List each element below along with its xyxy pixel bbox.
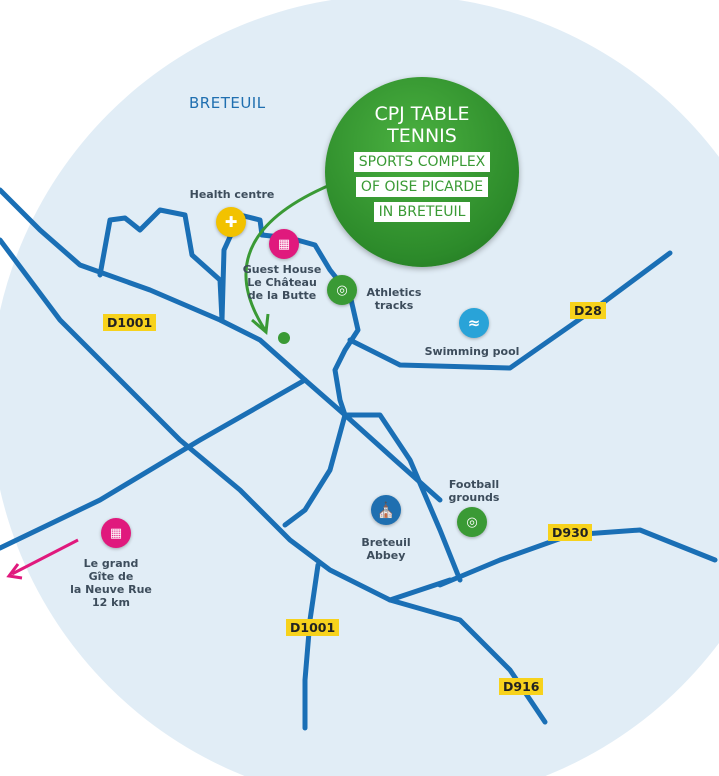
road-label-d28: D28	[570, 302, 606, 319]
health-cross-icon[interactable]: ✚	[216, 207, 246, 237]
road-label-d916: D916	[499, 678, 544, 695]
badge-title-1: CPJ TABLE	[374, 103, 470, 125]
road-d916	[387, 597, 548, 725]
pink-arrow-head	[6, 563, 23, 580]
road-d28	[347, 250, 673, 371]
poi-swimming-pool: Swimming pool	[424, 345, 520, 358]
hotel-icon[interactable]: ▦	[101, 518, 131, 548]
location-dot	[278, 332, 290, 344]
church-icon[interactable]: ⛪	[371, 495, 401, 525]
swimmer-icon[interactable]: ≈	[459, 308, 489, 338]
road-abbey-loop	[342, 412, 463, 583]
stadium-icon[interactable]: ◎	[327, 275, 357, 305]
poi-health-centre: Health centre	[189, 188, 275, 201]
road-d1001-west	[0, 237, 453, 603]
road-label-d1001: D1001	[103, 314, 157, 331]
green-pointer-arrow	[244, 183, 331, 331]
stadium-icon[interactable]: ◎	[457, 507, 487, 537]
road-south-north	[282, 412, 348, 528]
road-castle-loop	[97, 207, 225, 323]
venue-badge: CPJ TABLE TENNIS SPORTS COMPLEX OF OISE …	[325, 77, 519, 267]
road-d1001-south	[302, 562, 321, 731]
road-label-d1001-south: D1001	[286, 619, 340, 636]
badge-box-2: OF OISE PICARDE	[355, 177, 489, 197]
road-d1001-north	[0, 187, 443, 503]
road-label-d930: D930	[548, 524, 593, 541]
pink-direction-arrow	[11, 538, 79, 576]
badge-title-2: TENNIS	[387, 125, 457, 147]
road-west-diag	[0, 377, 308, 551]
badge-box-3: IN BRETEUIL	[373, 202, 471, 222]
green-arrow-head	[251, 313, 270, 335]
badge-box-1: SPORTS COMPLEX	[353, 152, 491, 172]
hotel-icon[interactable]: ▦	[269, 229, 299, 259]
town-label: BRETEUIL	[189, 94, 266, 112]
